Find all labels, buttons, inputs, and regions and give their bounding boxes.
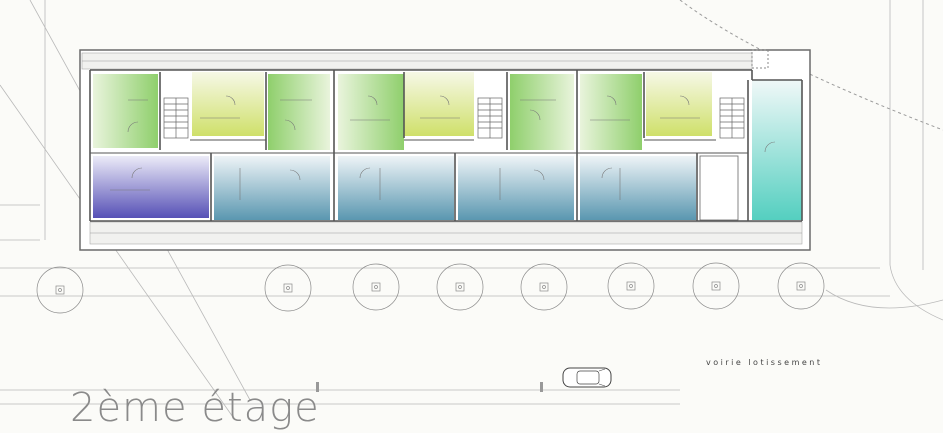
apartment-top-3 [268,74,330,150]
trees [36,262,825,314]
storage-room [699,155,739,221]
apartment-top-4 [338,74,404,150]
street-label: voirie lotissement [706,358,823,367]
staircase-2 [477,97,503,139]
apartment-top-2 [192,72,264,136]
apartment-top-6 [510,74,574,150]
apartment-bottom-2 [214,156,330,220]
apartment-bottom-4 [458,156,574,220]
apartment-bottom-1 [93,156,209,218]
car-icon [562,367,612,388]
apartment-bottom-3 [338,156,454,220]
apartment-top-8 [646,72,712,136]
building [79,49,811,251]
apartment-bottom-5 [580,156,696,220]
site-lines [0,0,943,421]
apartment-end [752,80,802,220]
staircase-3 [719,97,745,139]
floor-title: 2ème étage [70,385,320,431]
apartment-top-1 [93,74,158,148]
apartment-top-7 [580,74,642,150]
staircase-1 [163,97,189,139]
apartment-top-5 [404,72,474,136]
